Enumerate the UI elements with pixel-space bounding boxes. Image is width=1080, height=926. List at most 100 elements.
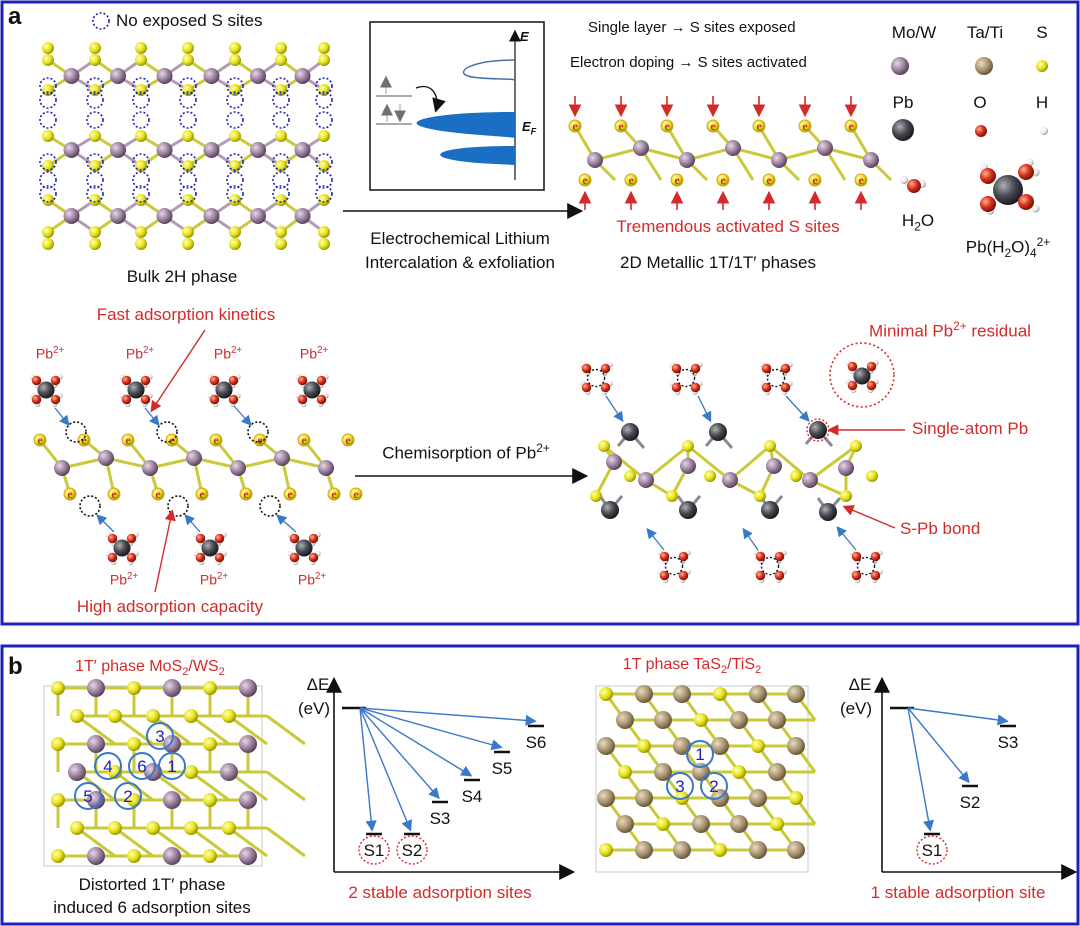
minimal-residual-label: Minimal Pb2+ residual xyxy=(869,319,1031,341)
sulfur-atom xyxy=(318,130,330,142)
site-number: 1 xyxy=(167,757,176,776)
dotted-circle-icon xyxy=(396,835,428,865)
metal-atom xyxy=(98,450,114,466)
electron-symbol: e xyxy=(628,173,634,187)
oxygen-atom xyxy=(297,375,308,386)
sulfur-atom xyxy=(732,765,746,779)
blue-arrow xyxy=(54,407,70,427)
site-marker xyxy=(686,740,714,768)
oxygen-atom xyxy=(690,363,701,374)
sulfur-atom xyxy=(661,120,673,132)
sulfur-atom xyxy=(713,687,727,701)
left-structure-title: 1T′ phase MoS2/WS2 xyxy=(75,658,225,679)
process-line-2: Intercalation & exfoliation xyxy=(365,253,555,272)
electron-symbol: e xyxy=(199,487,205,501)
oxygen-atom xyxy=(289,552,300,563)
process-line-1: Electrochemical Lithium xyxy=(370,229,550,248)
pb-ion-label: Pb2+ xyxy=(35,345,65,362)
electron-symbol: e xyxy=(287,487,293,501)
sulfur-atom xyxy=(229,238,241,250)
blue-arrow xyxy=(233,405,252,426)
sulfur-atom xyxy=(108,765,122,779)
oxygen-atom xyxy=(50,375,61,386)
sulfur-atom xyxy=(78,434,90,446)
site-number: 2 xyxy=(709,777,718,796)
blue-arrow xyxy=(184,514,201,533)
dotted-circle-icon xyxy=(272,77,290,95)
electron-badge xyxy=(854,173,868,187)
lead-atom xyxy=(303,381,321,399)
oxygen-atom xyxy=(774,551,785,562)
site-number: 3 xyxy=(155,727,164,746)
sulfur-atom xyxy=(182,226,194,238)
metal-atom xyxy=(163,847,181,865)
bond xyxy=(603,444,647,482)
metal-atom xyxy=(156,142,173,158)
oxygen-atom xyxy=(107,533,118,544)
sulfur-atom xyxy=(790,470,802,482)
bond xyxy=(190,714,230,746)
sulfur-atom xyxy=(42,130,54,142)
sulfur-atom xyxy=(618,765,632,779)
sulfur-atom xyxy=(182,54,194,66)
electron-badge xyxy=(808,173,822,187)
oxygen-atom xyxy=(121,394,132,405)
site-marker xyxy=(666,772,694,800)
electron-symbol: e xyxy=(125,433,131,447)
bulk-phase-label: Bulk 2H phase xyxy=(126,267,238,286)
metal-atom xyxy=(768,763,786,781)
hydrogen-atom xyxy=(1040,127,1048,135)
sulfur-atom xyxy=(127,849,141,863)
sulfur-atom xyxy=(127,681,141,695)
site-marker xyxy=(128,752,156,780)
oxygen-atom xyxy=(1018,164,1034,180)
left-caption-line-1: Distorted 1T′ phase xyxy=(78,875,226,894)
metal-atom xyxy=(616,815,634,833)
electron-badge xyxy=(706,119,720,133)
metal-atom xyxy=(975,57,993,75)
sulfur-atom xyxy=(108,488,120,500)
site-number: 6 xyxy=(137,757,146,776)
sulfur-atom xyxy=(318,42,330,54)
sulfur-atom xyxy=(579,174,591,186)
bond xyxy=(266,770,306,802)
bond xyxy=(266,826,306,858)
electron-badge xyxy=(151,487,165,501)
annotation-arrows xyxy=(150,329,905,593)
metal-atom xyxy=(239,847,257,865)
panel-b-letter: b xyxy=(8,653,23,680)
energy-level-label: S4 xyxy=(462,787,483,806)
sulfur-atom xyxy=(624,470,636,482)
bond xyxy=(190,770,230,802)
metal-atom xyxy=(711,737,729,755)
sulfur-atom xyxy=(146,709,160,723)
sulfur-atom xyxy=(108,821,122,835)
dotted-circle-icon xyxy=(916,835,948,865)
chemisorption-label: Chemisorption of Pb2+ xyxy=(382,441,550,463)
dotted-circle-icon xyxy=(86,171,104,189)
electron-badge xyxy=(341,433,355,447)
sulfur-atom xyxy=(182,194,194,206)
sulfur-atom xyxy=(855,174,867,186)
dotted-circle-icon xyxy=(315,185,333,203)
pb-ion-label: Pb2+ xyxy=(213,345,243,362)
lead-atom xyxy=(761,501,779,519)
sulfur-atom xyxy=(127,737,141,751)
energy-level-label: S2 xyxy=(960,793,981,812)
metal-atom xyxy=(749,841,767,859)
dotted-circle-icon xyxy=(226,185,244,203)
dotted-circle-icon xyxy=(676,368,696,388)
sulfur-atom xyxy=(298,434,310,446)
electron-symbol: e xyxy=(37,433,43,447)
metal-atom xyxy=(294,208,311,224)
oxygen-atom xyxy=(671,363,682,374)
lead-atom xyxy=(853,367,871,385)
oxygen-atom xyxy=(690,382,701,393)
oxygen-atom xyxy=(107,552,118,563)
electron-symbol: e xyxy=(81,433,87,447)
sulfur-atom xyxy=(34,434,46,446)
metal-atom xyxy=(156,208,173,224)
sulfur-atom xyxy=(89,42,101,54)
electron-symbol: e xyxy=(802,119,808,133)
electron-badge xyxy=(349,487,363,501)
